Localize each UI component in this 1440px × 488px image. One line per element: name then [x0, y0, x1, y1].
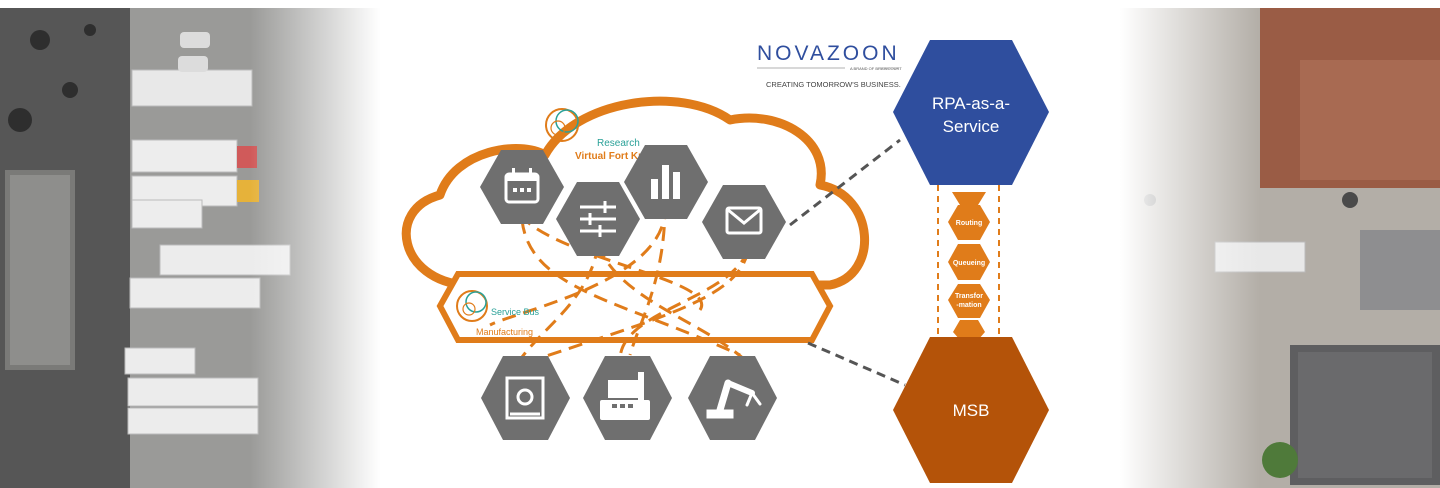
- queueing-label: Queueing: [953, 260, 985, 267]
- service-bus-logo-icon: [456, 290, 488, 322]
- cnc-machine-icon: [600, 372, 650, 420]
- bar-chart-hex: [624, 145, 708, 219]
- msb-hexagon: [893, 337, 1049, 483]
- rpa-label-line1: RPA-as-a-: [932, 94, 1010, 113]
- aerial-photo-right: [1120, 8, 1440, 488]
- novazoon-logo: NOVAZOON A BRAND OF BRAINCOURT CREATING …: [757, 42, 902, 89]
- mail-icon: [725, 206, 763, 235]
- pipeline-nodes: [948, 192, 990, 340]
- service-bus-band: [436, 271, 834, 343]
- rpa-hexagon: [893, 40, 1049, 185]
- 3d-printer-icon: [505, 376, 545, 420]
- robot-arm-icon: [706, 379, 762, 419]
- rpa-label-line2: Service: [943, 117, 1000, 136]
- calendar-icon: [504, 168, 540, 204]
- aerial-photo-left: [0, 8, 380, 488]
- link-to-rpa: [789, 138, 901, 227]
- fort-knox-label: Virtual Fort Knox: [575, 151, 656, 162]
- sliders-hex: [556, 182, 640, 256]
- logo-sub: A BRAND OF BRAINCOURT: [850, 66, 902, 71]
- mail-hex: [702, 185, 786, 259]
- research-label: Research: [597, 138, 640, 149]
- cnc-machine-hex: [583, 356, 672, 440]
- research-logo-icon: [545, 108, 579, 142]
- dashed-connectors: [489, 204, 750, 367]
- cloud-outline: [401, 96, 869, 290]
- robot-arm-hex: [688, 356, 777, 440]
- transformation-label-2: -mation: [956, 302, 981, 309]
- pipeline-lines: [937, 185, 1000, 338]
- sliders-icon: [580, 201, 616, 237]
- calendar-hex: [480, 150, 564, 224]
- service-bus-label: Service Bus: [491, 307, 540, 317]
- msb-label: MSB: [953, 401, 990, 420]
- routing-label: Routing: [956, 220, 982, 227]
- transformation-label-1: Transfor: [955, 293, 983, 300]
- manufacturing-label: Manufacturing: [476, 327, 533, 337]
- link-to-msb: [807, 341, 906, 387]
- logo-tagline: CREATING TOMORROW'S BUSINESS.: [766, 80, 901, 89]
- 3d-printer-hex: [481, 356, 570, 440]
- bar-chart-icon: [651, 165, 680, 199]
- logo-name: NOVAZOON: [757, 42, 900, 65]
